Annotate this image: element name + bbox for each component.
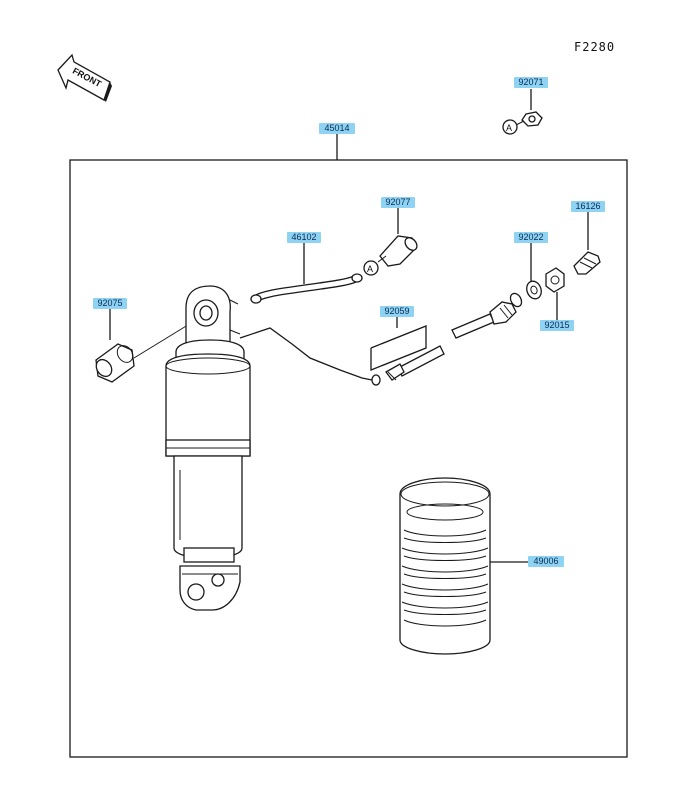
callout-16126[interactable]: 16126	[571, 201, 605, 212]
callout-92075[interactable]: 92075	[93, 298, 127, 309]
part-92022-washer	[526, 243, 542, 300]
part-92059-tube	[370, 317, 445, 381]
front-arrow-icon: FRONT	[57, 53, 112, 102]
callout-92059[interactable]: 92059	[380, 306, 414, 317]
callout-92071[interactable]: 92071	[514, 77, 548, 88]
link-marker-a-top: A	[506, 123, 512, 133]
shock-absorber	[165, 285, 251, 611]
part-92077-fitting	[377, 208, 418, 267]
callout-92022[interactable]: 92022	[514, 232, 548, 243]
callout-49006[interactable]: 49006	[528, 556, 564, 567]
part-46102-hose: A	[250, 243, 379, 304]
figure-code: F2280	[574, 40, 616, 54]
callout-92077[interactable]: 92077	[381, 197, 415, 208]
callout-46102[interactable]: 46102	[287, 232, 321, 243]
part-16126-valve	[573, 212, 601, 275]
callout-45014[interactable]: 45014	[319, 123, 355, 134]
reservoir-hose	[239, 327, 373, 381]
part-49006-boot	[399, 477, 528, 655]
callout-92015[interactable]: 92015	[540, 320, 574, 331]
part-92071-nut: A	[502, 89, 543, 135]
assembly-frame	[69, 159, 628, 758]
adjuster-rod	[451, 292, 523, 339]
part-92015-nut	[545, 267, 565, 320]
link-marker-a-hose: A	[367, 264, 373, 274]
